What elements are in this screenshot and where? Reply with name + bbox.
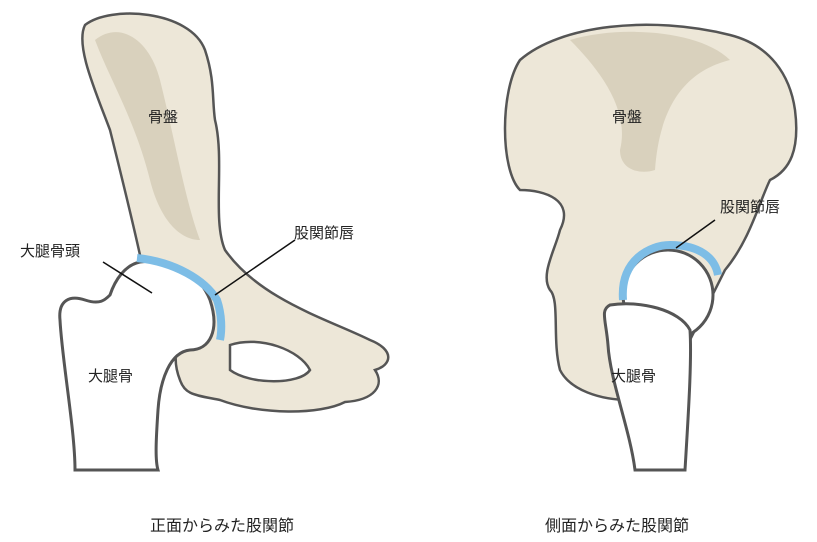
side-caption: 側面からみた股関節 xyxy=(545,516,690,535)
front-caption: 正面からみた股関節 xyxy=(150,516,295,535)
femoral-head-leader xyxy=(102,261,153,294)
side-femur-label: 大腿骨 xyxy=(611,367,657,385)
front-view xyxy=(58,12,390,472)
front-labrum-label: 股関節唇 xyxy=(294,224,355,242)
front-labrum-leader xyxy=(214,239,296,296)
side-labrum-leader xyxy=(675,219,716,249)
side-view xyxy=(503,23,798,472)
front-femoral-head-label: 大腿骨頭 xyxy=(20,242,81,260)
front-pelvis-shade xyxy=(95,32,200,241)
side-pelvis-shade xyxy=(570,31,730,172)
side-femur xyxy=(602,302,693,472)
side-pelvis-label: 骨盤 xyxy=(612,108,643,126)
front-pelvis-label: 骨盤 xyxy=(148,108,179,126)
side-labrum-label: 股関節唇 xyxy=(720,198,781,216)
front-obturator xyxy=(228,340,312,383)
front-femur-label: 大腿骨 xyxy=(88,367,134,385)
front-labrum xyxy=(136,254,226,341)
side-labrum xyxy=(618,240,722,301)
